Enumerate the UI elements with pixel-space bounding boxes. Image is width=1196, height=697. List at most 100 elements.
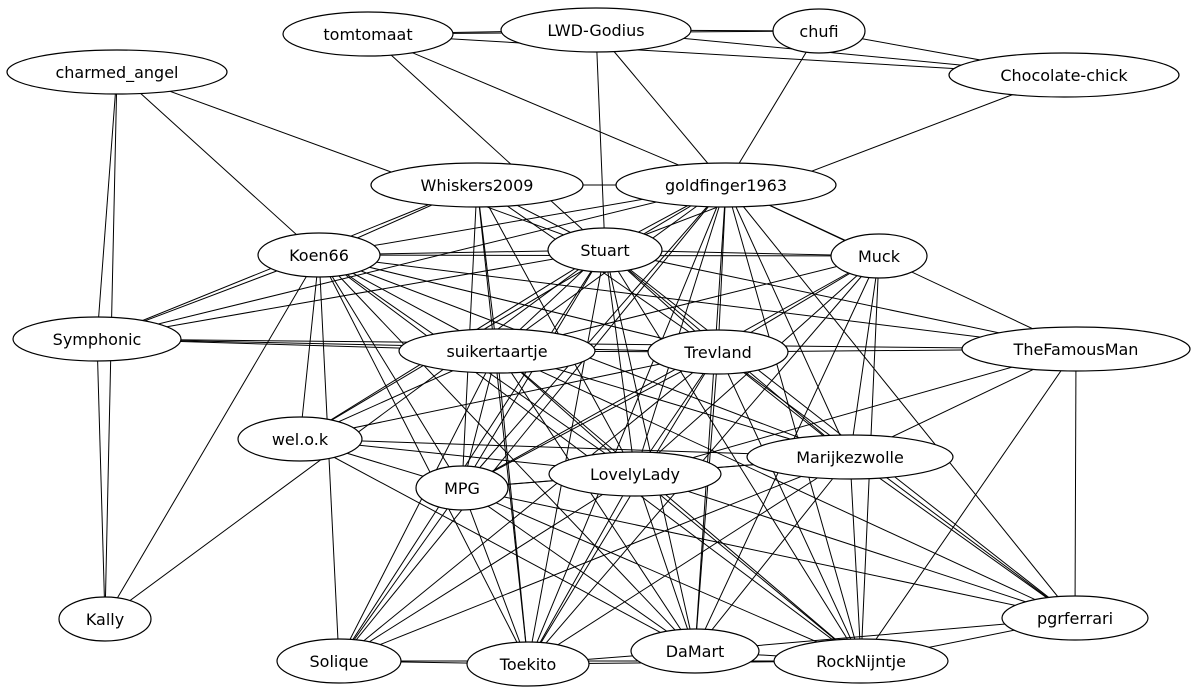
node-label: Solique xyxy=(310,652,369,671)
edge-lovelylady-rocknijntje xyxy=(634,473,862,662)
node-ellipse xyxy=(12,316,182,362)
node-label: Kally xyxy=(86,610,124,629)
node-tomtomaat: tomtomaat xyxy=(282,11,454,57)
node-ellipse xyxy=(548,451,722,497)
edge-charmed_angel-symphonic xyxy=(96,71,118,340)
edge-marijkezwolle-rocknijntje xyxy=(849,456,862,662)
node-label: Chocolate-chick xyxy=(1000,66,1128,85)
edge-marijkezwolle-pgrferrari xyxy=(849,456,1076,619)
node-chufi: chufi xyxy=(772,8,866,54)
node-ellipse xyxy=(948,52,1180,98)
node-label: Trevland xyxy=(683,343,752,362)
edge-mpg-toekito xyxy=(461,487,529,665)
node-lovelylady: LovelyLady xyxy=(548,451,722,497)
node-ellipse xyxy=(830,233,928,279)
node-label: LovelyLady xyxy=(590,465,680,484)
node-label: MPG xyxy=(444,479,480,498)
node-marijkezwolle: Marijkezwolle xyxy=(746,434,954,480)
node-label: tomtomaat xyxy=(323,25,412,44)
edge-goldfinger1963-wel_o_k xyxy=(299,184,727,440)
edge-tomtomaat-stuart xyxy=(367,33,606,251)
node-charmed_angel: charmed_angel xyxy=(6,49,228,95)
node-ellipse xyxy=(1001,595,1149,641)
edge-trevland-pgrferrari xyxy=(717,351,1076,619)
edge-suikertaartje-toekito xyxy=(496,350,529,665)
node-toekito: Toekito xyxy=(466,641,590,687)
node-wel_o_k: wel.o.k xyxy=(237,416,363,462)
edge-koen66-mpg xyxy=(318,254,463,489)
edge-trevland-rocknijntje xyxy=(717,351,862,662)
node-label: TheFamousMan xyxy=(1013,340,1139,359)
node-label: Toekito xyxy=(499,655,556,674)
node-ellipse xyxy=(58,596,152,642)
edge-goldfinger1963-toekito xyxy=(527,184,727,665)
node-ellipse xyxy=(398,328,596,374)
edge-koen66-thefamousman xyxy=(318,254,1077,350)
node-thefamousman: TheFamousMan xyxy=(961,326,1191,372)
node-ellipse xyxy=(6,49,228,95)
node-suikertaartje: suikertaartje xyxy=(398,328,596,374)
node-symphonic: Symphonic xyxy=(12,316,182,362)
node-ellipse xyxy=(276,638,402,684)
edge-trevland-damart xyxy=(694,351,719,652)
edge-marijkezwolle-toekito xyxy=(527,456,851,665)
edge-lwd_godius-stuart xyxy=(595,29,606,251)
node-ellipse xyxy=(237,416,363,462)
edge-suikertaartje-rocknijntje xyxy=(496,350,862,662)
node-lwd_godius: LWD-Godius xyxy=(500,7,692,53)
edge-suikertaartje-damart xyxy=(496,350,696,652)
edge-goldfinger1963-marijkezwolle xyxy=(725,184,851,458)
node-label: Stuart xyxy=(580,241,629,260)
edge-suikertaartje-mpg xyxy=(461,350,498,489)
edge-koen66-kally xyxy=(104,254,320,620)
node-koen66: Koen66 xyxy=(257,232,381,278)
node-mpg: MPG xyxy=(415,465,509,511)
node-label: Symphonic xyxy=(53,330,142,349)
edge-thefamousman-pgrferrari xyxy=(1074,348,1077,619)
edge-marijkezwolle-solique xyxy=(338,456,851,662)
edge-lwd_godius-goldfinger1963 xyxy=(595,29,727,186)
edge-tomtomaat-chocolate_chick xyxy=(367,33,1065,76)
edge-muck-mpg xyxy=(461,255,880,489)
edge-stuart-rocknijntje xyxy=(604,249,862,662)
node-ellipse xyxy=(370,162,584,208)
edge-muck-toekito xyxy=(527,255,880,665)
edge-mpg-rocknijntje xyxy=(461,487,862,662)
edge-chufi-goldfinger1963 xyxy=(725,30,820,186)
node-solique: Solique xyxy=(276,638,402,684)
edge-stuart-lovelylady xyxy=(604,249,636,475)
edge-lovelylady-toekito xyxy=(527,473,636,665)
node-ellipse xyxy=(257,232,381,278)
edge-lovelylady-solique xyxy=(338,473,636,662)
edge-whiskers2009-toekito xyxy=(476,184,529,665)
edge-goldfinger1963-solique xyxy=(338,184,727,662)
node-label: Koen66 xyxy=(289,246,349,265)
edge-trevland-toekito xyxy=(527,351,719,665)
node-ellipse xyxy=(630,628,760,674)
node-ellipse xyxy=(615,162,837,208)
edge-goldfinger1963-rocknijntje xyxy=(725,184,862,662)
node-label: DaMart xyxy=(666,642,725,661)
node-ellipse xyxy=(746,434,954,480)
edge-thefamousman-lovelylady xyxy=(634,348,1077,475)
node-ellipse xyxy=(547,227,663,273)
edge-thefamousman-rocknijntje xyxy=(860,348,1077,662)
node-stuart: Stuart xyxy=(547,227,663,273)
edge-wel_o_k-damart xyxy=(299,438,696,652)
edge-chocolate_chick-stuart xyxy=(604,74,1065,251)
node-ellipse xyxy=(647,329,789,375)
edge-suikertaartje-solique xyxy=(338,350,498,662)
node-ellipse xyxy=(282,11,454,57)
edge-stuart-solique xyxy=(338,249,606,662)
edge-trevland-wel_o_k xyxy=(299,351,719,440)
edge-suikertaartje-pgrferrari xyxy=(496,350,1076,619)
node-label: goldfinger1963 xyxy=(665,176,787,195)
node-label: chufi xyxy=(799,22,838,41)
node-ellipse xyxy=(466,641,590,687)
node-label: wel.o.k xyxy=(272,430,329,449)
edge-mpg-solique xyxy=(338,487,463,662)
node-ellipse xyxy=(500,7,692,53)
edge-stuart-pgrferrari xyxy=(604,249,1076,619)
edge-goldfinger1963-trevland xyxy=(717,184,727,353)
node-trevland: Trevland xyxy=(647,329,789,375)
